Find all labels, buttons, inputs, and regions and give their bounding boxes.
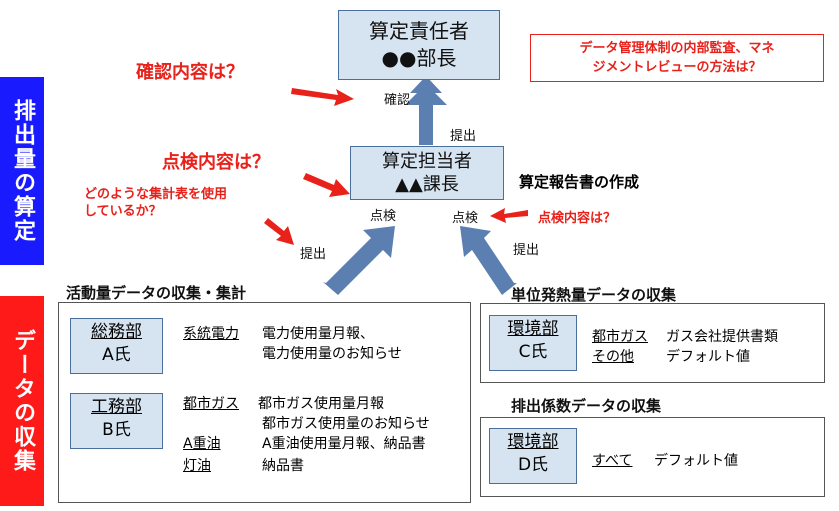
side-band-emissions: 排出量の算定 xyxy=(0,77,44,265)
dept-general-affairs-person: A氏 xyxy=(102,345,131,365)
question-which-table-line2: しているか？ xyxy=(84,204,162,219)
red-arrow-confirm xyxy=(291,88,354,106)
calc-officer-title: 算定担当者 xyxy=(382,151,472,172)
calc-manager-name: ●●部長 xyxy=(381,46,457,70)
audit-note-line1: データ管理体制の内部監査、マネ xyxy=(579,41,775,56)
question-which-table: どのような集計表を使用 しているか？ xyxy=(84,186,227,220)
desc-electricity-2: 電力使用量のお知らせ xyxy=(262,346,402,362)
calc-officer-name: ▲▲課長 xyxy=(395,174,459,195)
emission-factor-section-title: 排出係数データの収集 xyxy=(511,397,662,415)
item-kerosene: 灯油 xyxy=(183,458,211,474)
calc-officer-box: 算定担当者 ▲▲課長 xyxy=(350,146,504,200)
label-report-creation: 算定報告書の作成 xyxy=(519,173,640,191)
label-submit-right: 提出 xyxy=(513,243,540,258)
label-submit-top: 提出 xyxy=(450,129,477,144)
heat-section-title: 単位発熱量データの収集 xyxy=(511,286,677,304)
desc-heat-other: デフォルト値 xyxy=(666,349,750,365)
dept-environment-d-name: 環境部 xyxy=(507,432,559,452)
side-band-data-collection: データの収集 xyxy=(0,296,44,506)
item-heat-other: その他 xyxy=(592,349,634,365)
calc-manager-title: 算定責任者 xyxy=(369,19,469,43)
dept-general-affairs-name: 総務部 xyxy=(91,322,142,342)
label-submit-left: 提出 xyxy=(300,247,327,262)
question-inspect-right: 点検内容は？ xyxy=(538,211,617,226)
desc-city-gas-1: 都市ガス使用量月報 xyxy=(258,396,384,412)
label-confirm: 確認 xyxy=(384,93,411,108)
item-heat-city-gas: 都市ガス xyxy=(592,329,648,345)
dept-engineering-person: B氏 xyxy=(102,420,131,440)
audit-note-line2: ジメントレビューの方法は？ xyxy=(592,60,762,75)
dept-engineering-name: 工務部 xyxy=(91,397,142,417)
question-inspect: 点検内容は？ xyxy=(162,152,270,173)
item-city-gas: 都市ガス xyxy=(183,396,239,412)
arrow-diag-right xyxy=(460,226,517,295)
question-which-table-line1: どのような集計表を使用 xyxy=(84,187,228,202)
dept-engineering: 工務部 B氏 xyxy=(70,393,163,449)
red-arrow-table xyxy=(264,218,294,245)
dept-general-affairs: 総務部 A氏 xyxy=(70,318,163,374)
item-all: すべて xyxy=(592,453,633,469)
desc-electricity-1: 電力使用量月報、 xyxy=(262,326,374,342)
activity-section-title: 活動量データの収集・集計 xyxy=(66,284,247,302)
desc-kerosene: 納品書 xyxy=(262,458,304,474)
red-arrows xyxy=(264,88,528,245)
label-inspect-left: 点検 xyxy=(370,209,397,224)
dept-environment-c-person: C氏 xyxy=(518,342,548,362)
dept-environment-d-person: D氏 xyxy=(517,455,549,475)
dept-environment-d: 環境部 D氏 xyxy=(489,428,577,484)
dept-environment-c: 環境部 C氏 xyxy=(489,315,577,371)
calc-manager-box: 算定責任者 ●●部長 xyxy=(338,10,500,80)
desc-city-gas-2: 都市ガス使用量のお知らせ xyxy=(262,416,430,432)
red-arrow-inspect xyxy=(303,173,350,197)
item-grid-electricity: 系統電力 xyxy=(183,326,239,342)
item-a-heavy-oil: A重油 xyxy=(183,436,221,452)
arrow-up-submit-body xyxy=(405,84,447,145)
question-confirm: 確認内容は？ xyxy=(136,62,244,83)
audit-note-box: データ管理体制の内部監査、マネ ジメントレビューの方法は？ xyxy=(530,34,824,82)
desc-heat-city-gas: ガス会社提供書類 xyxy=(666,329,778,345)
dept-environment-c-name: 環境部 xyxy=(507,319,559,339)
arrow-diag-left xyxy=(323,226,395,295)
red-arrow-inspect-right xyxy=(490,208,528,223)
desc-a-heavy-oil: A重油使用量月報、納品書 xyxy=(262,436,426,452)
desc-all: デフォルト値 xyxy=(654,453,738,469)
label-inspect-right: 点検 xyxy=(452,211,479,226)
